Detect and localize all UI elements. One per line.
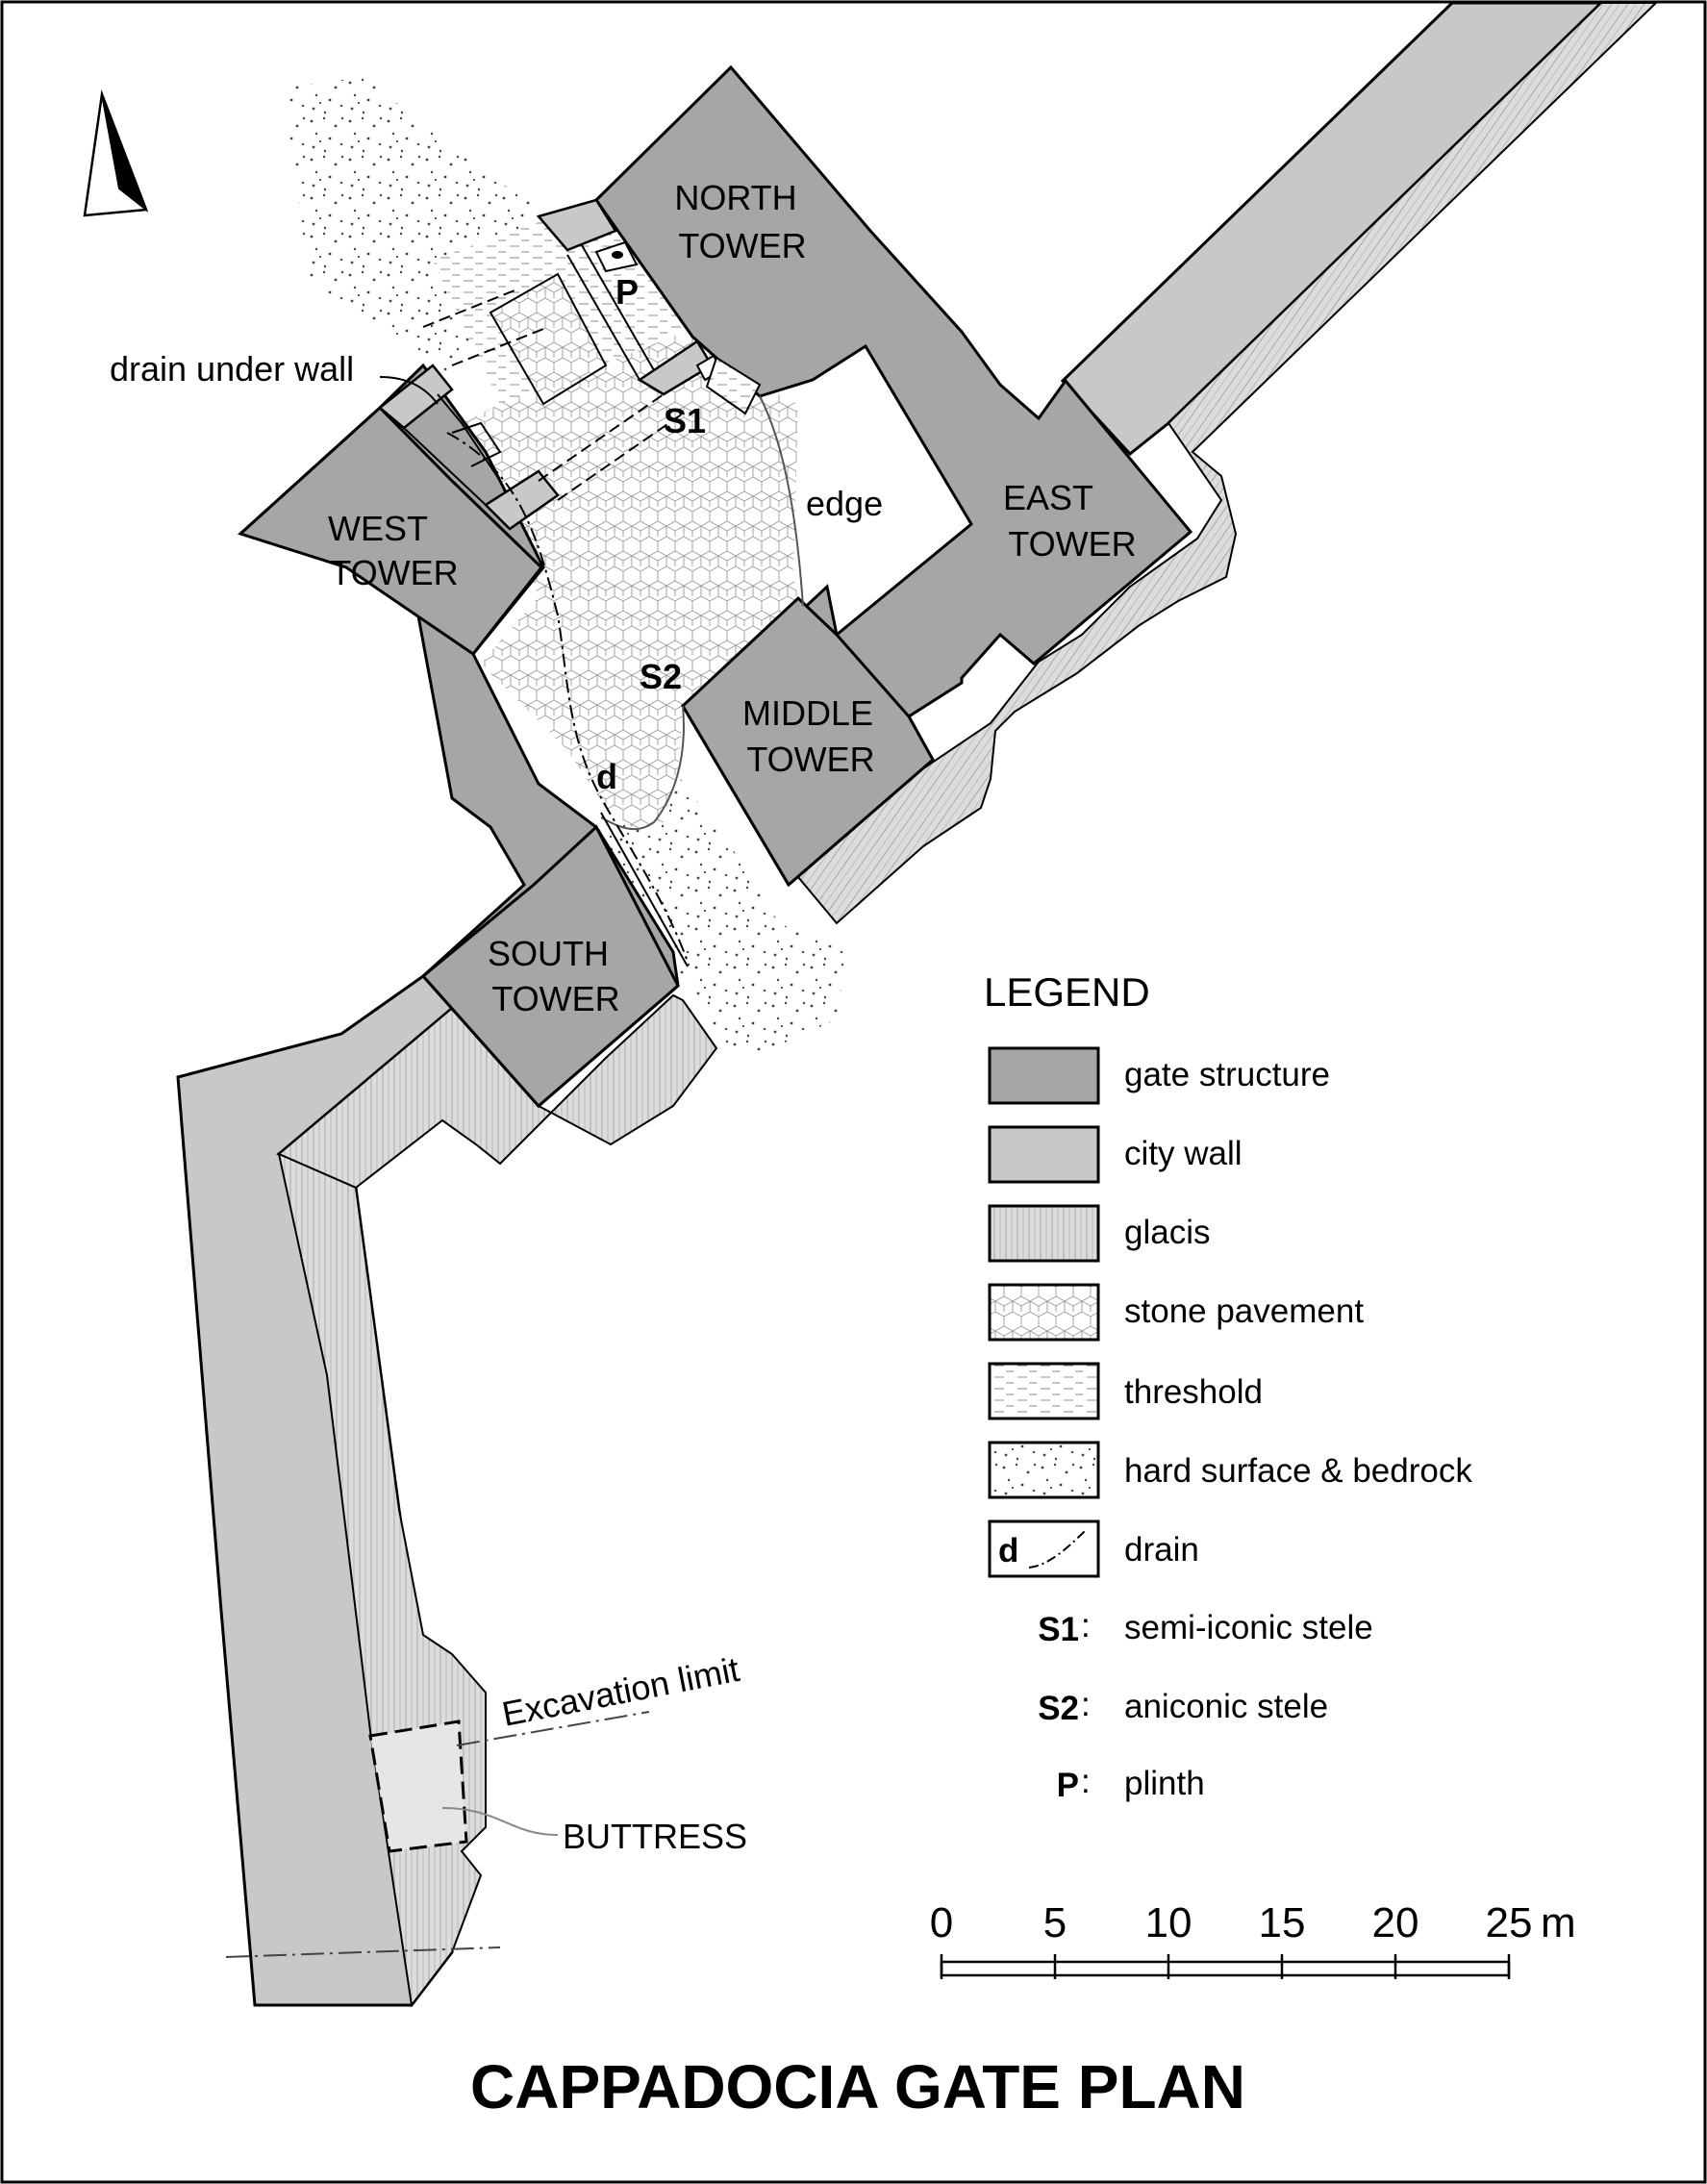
legend-key-p-label: plinth	[1124, 1765, 1205, 1802]
map-title: CAPPADOCIA GATE PLAN	[470, 2052, 1245, 2121]
drain-line-2	[600, 812, 689, 967]
drain-under-wall-label: drain under wall	[110, 349, 354, 389]
legend-title: LEGEND	[984, 969, 1150, 1015]
scale-bar-body	[940, 1960, 1511, 1977]
legend-label-drain: drain	[1124, 1531, 1199, 1569]
s1-label: S1	[664, 401, 706, 440]
legend-drain-symbol: d	[998, 1532, 1018, 1569]
buttress	[368, 1720, 468, 1853]
legend-key-s2-label: aniconic stele	[1124, 1688, 1328, 1725]
north-arrow-icon	[83, 89, 149, 217]
city-wall-northeast	[1060, 1, 1605, 457]
scale-tick-label: 25	[1486, 1899, 1533, 1946]
legend-key-s1-code: S1	[1038, 1611, 1079, 1648]
legend-swatch-pavement	[988, 1283, 1100, 1342]
legend-swatch-bedrock	[988, 1441, 1100, 1499]
d-label: d	[596, 757, 617, 796]
excavation-limit-line	[456, 1711, 650, 1746]
legend-key-s1-label: semi-iconic stele	[1124, 1609, 1373, 1646]
scale-tick-label: 0	[930, 1899, 953, 1946]
legend-label-glacis: glacis	[1124, 1214, 1210, 1251]
scale-tick-label: 20	[1372, 1899, 1419, 1946]
legend-swatch-gate	[988, 1046, 1100, 1105]
stone-pavement	[462, 317, 803, 829]
scale-tick-label: 10	[1145, 1899, 1192, 1946]
excavation-limit-label: Excavation limit	[499, 1649, 742, 1734]
legend-key-p-colon: :	[1081, 1763, 1091, 1800]
legend-swatch-threshold	[988, 1362, 1100, 1420]
legend-key-s2-code: S2	[1038, 1690, 1079, 1727]
passage-wall-w2	[484, 469, 560, 531]
legend-swatch-drain	[988, 1519, 1100, 1578]
passage-wall-w1	[378, 364, 454, 430]
scale-tick-label: 5	[1043, 1899, 1067, 1946]
middle-tower	[681, 595, 935, 888]
inner-pavement	[489, 272, 608, 406]
legend-swatch-glacis	[988, 1204, 1100, 1263]
south-tower	[420, 824, 680, 1109]
s1-stele-marker	[695, 354, 762, 415]
scale-unit: m	[1541, 1899, 1576, 1946]
glacis-northeast	[787, 2, 1659, 925]
s2-label: S2	[640, 657, 682, 696]
legend-label-threshold: threshold	[1124, 1373, 1263, 1411]
p-label: P	[615, 272, 639, 312]
buttress-label: BUTTRESS	[563, 1817, 747, 1856]
legend-key-s1-colon: :	[1081, 1607, 1091, 1644]
pavement-edge-line	[759, 395, 804, 607]
drain-line	[446, 432, 689, 963]
legend-key-s2-colon: :	[1081, 1686, 1091, 1723]
legend-swatch-wall	[988, 1125, 1100, 1184]
legend-label-bedrock: hard surface & bedrock	[1124, 1452, 1472, 1490]
passage-wall-north	[536, 198, 617, 252]
legend-label-gate: gate structure	[1124, 1056, 1330, 1093]
plinth-marker	[594, 240, 639, 273]
bedrock-south	[596, 769, 846, 1058]
legend-drain-line-icon	[1028, 1528, 1088, 1569]
legend-key-p-code: P	[1057, 1767, 1079, 1804]
scale-bar: 0 5 10 15 20 25 m	[930, 1899, 1576, 1979]
legend-label-pavement: stone pavement	[1124, 1293, 1364, 1330]
drain-under-wall-leader	[379, 376, 439, 405]
buttress-leader	[441, 1807, 559, 1836]
legend-label-wall: city wall	[1124, 1135, 1243, 1172]
excavation-limit-line-bottom	[225, 1946, 501, 1958]
scale-tick-label: 15	[1259, 1899, 1306, 1946]
passage-details	[403, 244, 684, 506]
legend: LEGEND gate structure city wall glacis s…	[984, 969, 1472, 1804]
west-tower-dashed-edge	[238, 406, 382, 536]
edge-label: edge	[806, 484, 883, 523]
